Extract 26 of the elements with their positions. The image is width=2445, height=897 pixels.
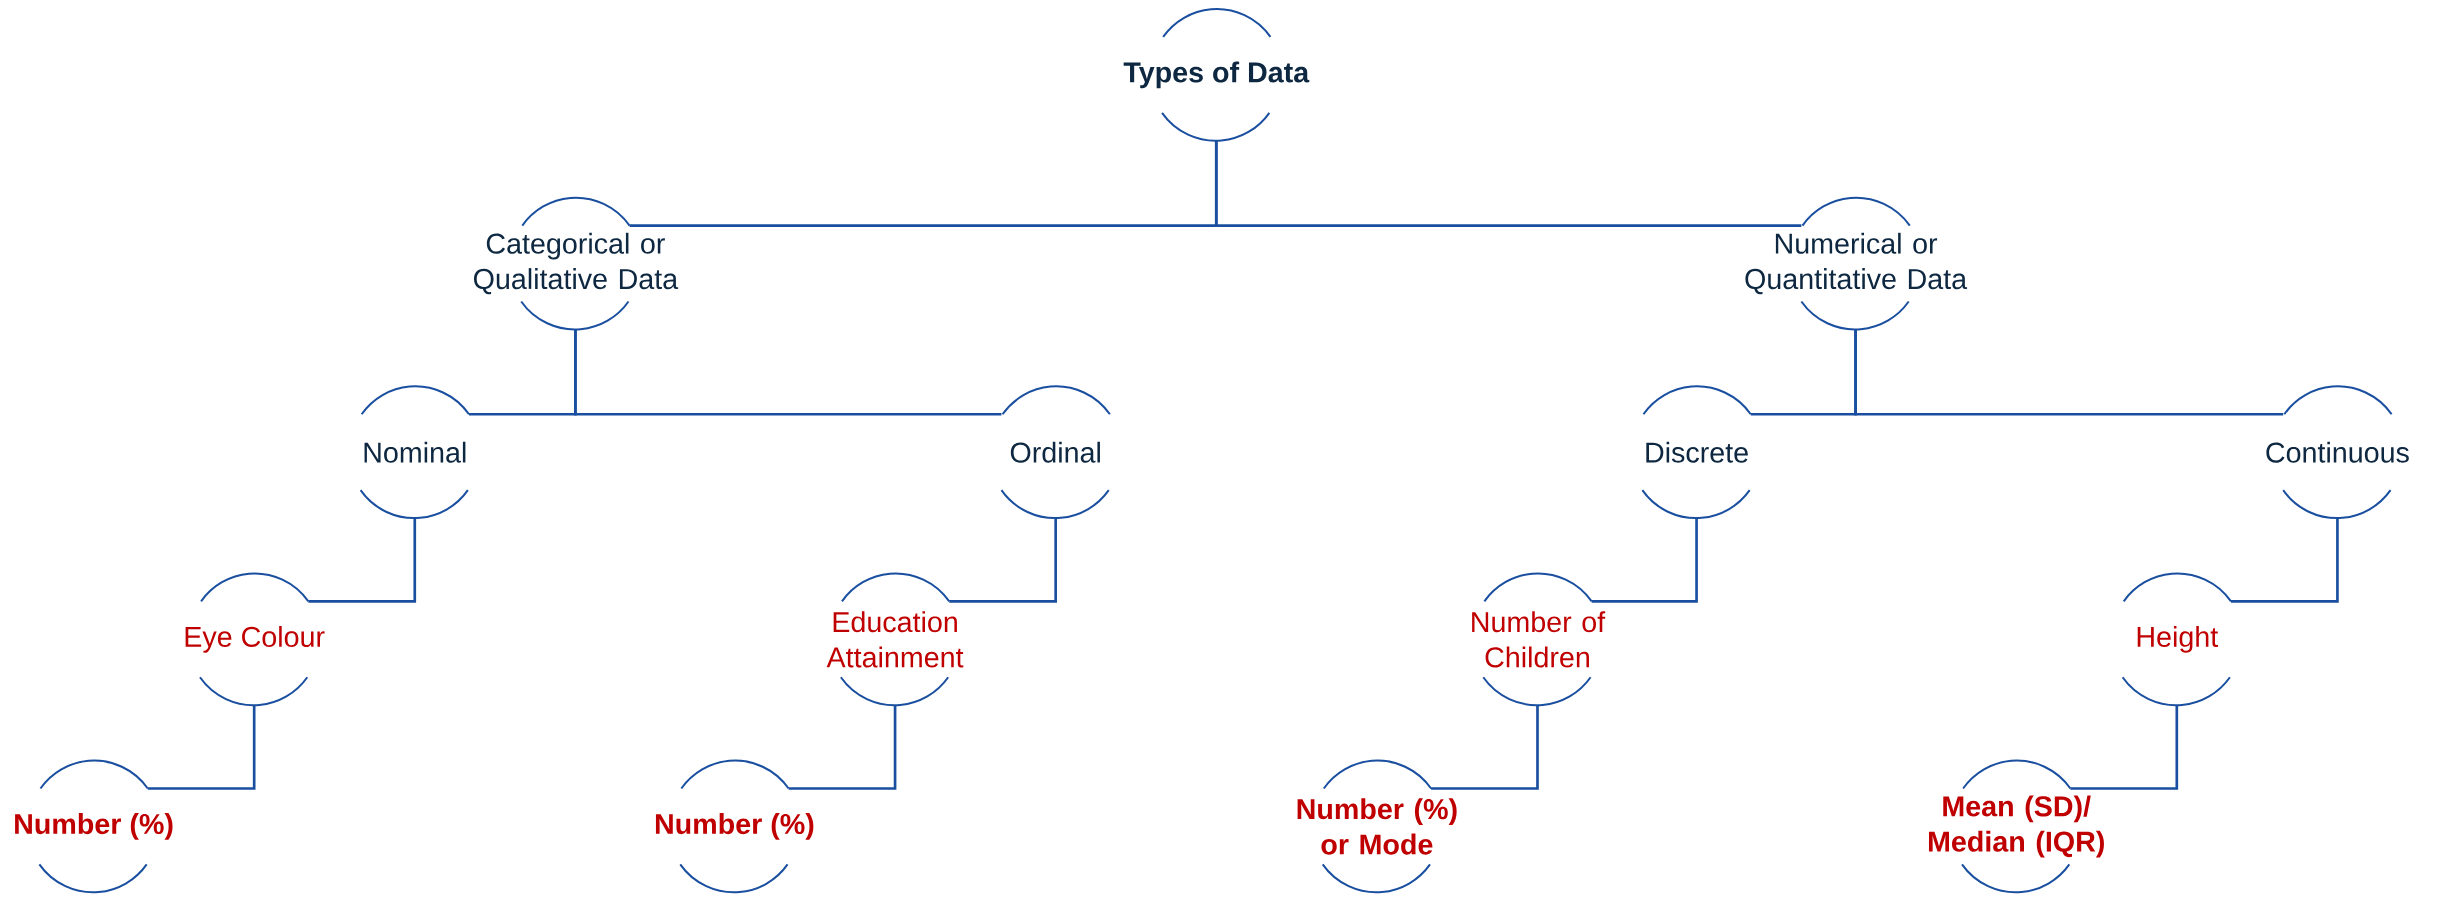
category-node: Nominal <box>359 385 470 520</box>
category-node: Ordinal <box>1000 385 1111 520</box>
category-node: Number (%) <box>655 759 814 894</box>
category-node: Number (%) or Mode <box>1297 759 1457 894</box>
connector-line <box>1214 141 1802 228</box>
connector-line <box>2070 705 2179 791</box>
connector-line <box>2231 518 2339 603</box>
category-node: Number of Children <box>1472 572 1606 707</box>
category-node: Eye Colour <box>185 572 325 707</box>
connector-line <box>1431 705 1539 791</box>
connector-line <box>788 705 897 791</box>
connector-line <box>1591 518 1698 603</box>
category-node: Continuous <box>2266 385 2409 520</box>
category-node: Categorical or Qualitative Data <box>474 196 679 331</box>
category-node: Numerical or Quantitative Data <box>1745 196 1968 331</box>
connector-line <box>308 518 417 603</box>
category-node: Discrete <box>1641 385 1752 520</box>
connector-line <box>949 518 1057 603</box>
connector-line <box>1854 329 2284 416</box>
category-node: Education Attainment <box>826 572 964 707</box>
category-node: Number (%) <box>15 759 173 894</box>
category-node: Height <box>2121 572 2232 707</box>
connector-line <box>147 705 256 791</box>
connector-line <box>574 329 1002 416</box>
category-node: Types of Data <box>1123 8 1310 142</box>
category-node: Mean (SD)/ Median (IQR) <box>1928 759 2104 894</box>
